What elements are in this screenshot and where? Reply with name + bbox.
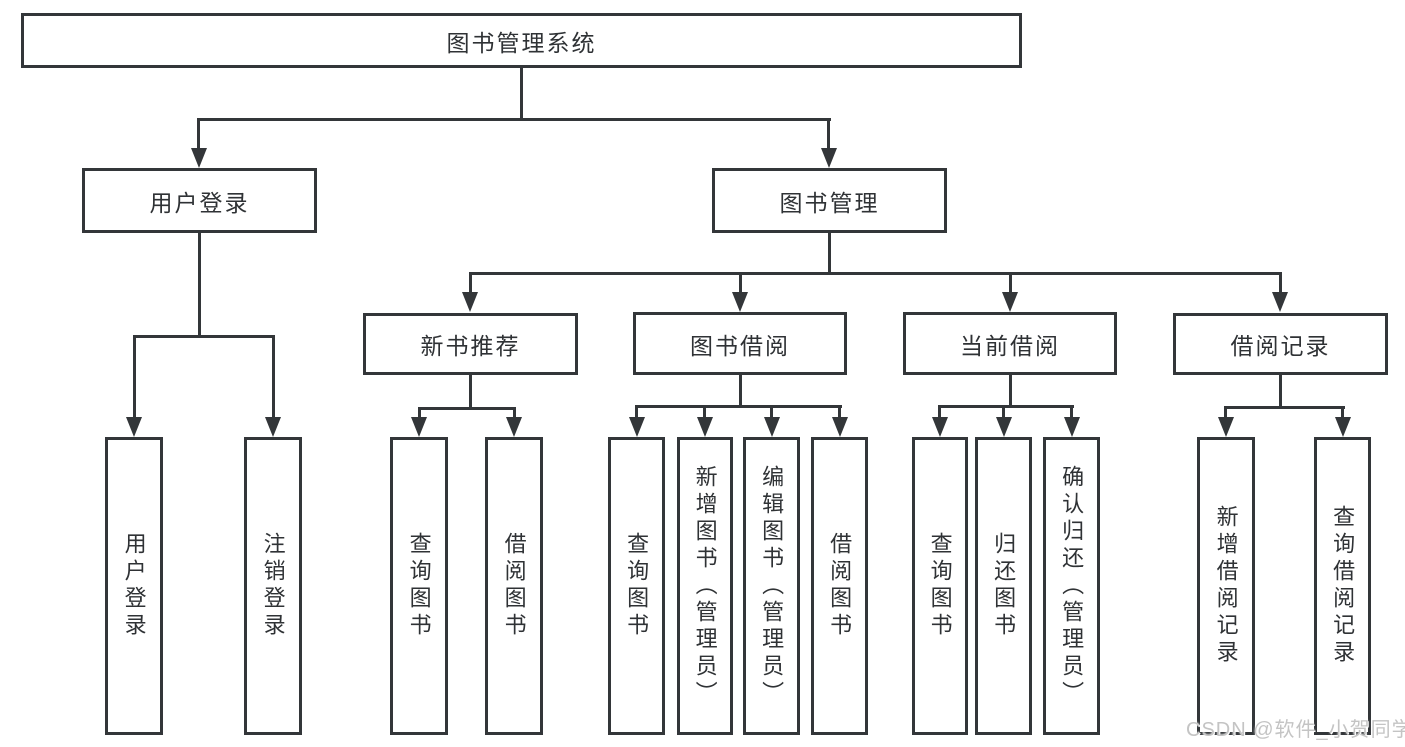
csdn-watermark: CSDN @软件_小贺同学 <box>1186 719 1405 741</box>
connector-vline <box>1224 406 1227 419</box>
leaf-query-book-2: 查询图书 <box>608 437 665 735</box>
arrow-down-icon <box>506 417 522 437</box>
connector-vline <box>703 405 706 419</box>
connector-vline <box>827 118 830 152</box>
arrow-down-icon <box>821 148 837 168</box>
node-library-system: 图书管理系统 <box>21 13 1022 68</box>
leaf-label: 新增借阅记录 <box>1213 505 1239 667</box>
node-new-book-recommend: 新书推荐 <box>363 313 578 375</box>
connector-hline <box>635 405 842 408</box>
connector-vline <box>469 272 472 296</box>
arrow-down-icon <box>265 417 281 437</box>
leaf-label: 查询图书 <box>624 532 650 640</box>
connector-vline <box>635 405 638 419</box>
leaf-label: 注销登录 <box>260 532 286 640</box>
leaf-edit-book-admin: 编辑图书（管理员） <box>743 437 800 735</box>
connector-vline <box>469 375 472 407</box>
arrow-down-icon <box>126 417 142 437</box>
connector-vline <box>1009 375 1012 405</box>
leaf-borrow-book-2: 借阅图书 <box>811 437 868 735</box>
leaf-label: 借阅图书 <box>501 532 527 640</box>
connector-vline <box>520 68 523 120</box>
connector-vline <box>739 375 742 405</box>
node-book-management: 图书管理 <box>712 168 947 233</box>
arrow-down-icon <box>1335 417 1351 437</box>
arrow-down-icon <box>732 292 748 312</box>
node-label: 图书管理 <box>779 189 880 216</box>
connector-vline <box>197 118 200 152</box>
leaf-label: 新增图书（管理员） <box>692 464 718 708</box>
node-label: 图书管理系统 <box>446 29 597 56</box>
arrow-down-icon <box>1002 292 1018 312</box>
leaf-confirm-return-admin: 确认归还（管理员） <box>1043 437 1100 735</box>
leaf-logout: 注销登录 <box>244 437 302 735</box>
connector-vline <box>513 407 516 419</box>
connector-vline <box>1279 272 1282 296</box>
leaf-label: 借阅图书 <box>827 532 853 640</box>
connector-vline <box>770 405 773 419</box>
leaf-borrow-book-1: 借阅图书 <box>485 437 543 735</box>
connector-vline <box>1341 406 1344 419</box>
leaf-add-borrow-record: 新增借阅记录 <box>1197 437 1255 735</box>
connector-vline <box>1009 272 1012 296</box>
connector-hline <box>939 405 1074 408</box>
arrow-down-icon <box>629 417 645 437</box>
connector-hline <box>197 118 831 121</box>
node-label: 新书推荐 <box>420 333 521 359</box>
connector-vline <box>198 233 201 335</box>
leaf-query-book-3: 查询图书 <box>912 437 968 735</box>
leaf-label: 查询图书 <box>927 532 953 640</box>
connector-vline <box>1070 405 1073 419</box>
node-label: 当前借阅 <box>960 332 1060 359</box>
arrow-down-icon <box>411 417 427 437</box>
connector-hline <box>1225 406 1345 409</box>
node-label: 借阅记录 <box>1230 333 1331 359</box>
arrow-down-icon <box>1218 417 1234 437</box>
node-borrow-record: 借阅记录 <box>1173 313 1388 375</box>
connector-hline <box>133 335 275 338</box>
arrow-down-icon <box>832 417 848 437</box>
leaf-label: 用户登录 <box>121 532 147 640</box>
leaf-label: 查询图书 <box>406 532 432 640</box>
arrow-down-icon <box>932 417 948 437</box>
connector-vline <box>1279 375 1282 406</box>
leaf-query-borrow-record: 查询借阅记录 <box>1314 437 1371 735</box>
arrow-down-icon <box>764 417 780 437</box>
connector-hline <box>418 407 516 410</box>
connector-vline <box>938 405 941 419</box>
connector-vline <box>739 272 742 296</box>
leaf-label: 编辑图书（管理员） <box>759 464 785 708</box>
node-user-login: 用户登录 <box>82 168 317 233</box>
node-book-borrow: 图书借阅 <box>633 312 847 375</box>
connector-vline <box>133 335 136 419</box>
node-label: 用户登录 <box>149 189 250 216</box>
node-current-borrow: 当前借阅 <box>903 312 1117 375</box>
arrow-down-icon <box>462 292 478 312</box>
arrow-down-icon <box>1272 292 1288 312</box>
arrow-down-icon <box>191 148 207 168</box>
arrow-down-icon <box>1064 417 1080 437</box>
arrow-down-icon <box>996 417 1012 437</box>
leaf-return-book: 归还图书 <box>975 437 1032 735</box>
leaf-add-book-admin: 新增图书（管理员） <box>677 437 733 735</box>
node-label: 图书借阅 <box>690 332 790 359</box>
connector-vline <box>1002 405 1005 419</box>
connector-vline <box>418 407 421 419</box>
connector-vline <box>272 335 275 419</box>
connector-vline <box>838 405 841 419</box>
leaf-label: 查询借阅记录 <box>1330 505 1356 667</box>
leaf-query-book-1: 查询图书 <box>390 437 448 735</box>
connector-hline <box>469 272 1282 275</box>
arrow-down-icon <box>697 417 713 437</box>
connector-vline <box>828 233 831 272</box>
leaf-user-login: 用户登录 <box>105 437 163 735</box>
leaf-label: 归还图书 <box>991 532 1017 640</box>
leaf-label: 确认归还（管理员） <box>1059 464 1085 708</box>
